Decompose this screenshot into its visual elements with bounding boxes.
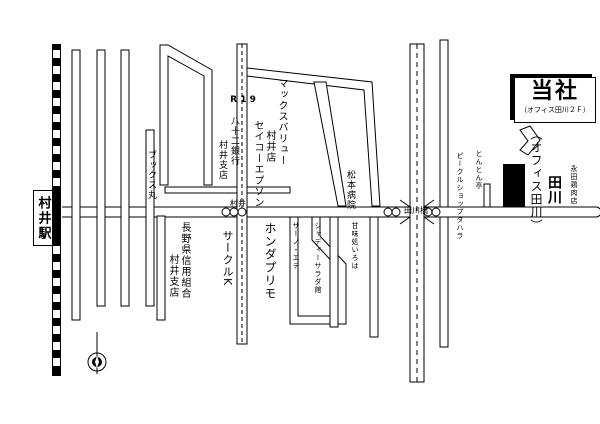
company-subtitle: （オフィス田川２Ｆ） [520, 106, 590, 114]
circle-k-label: サークルK [221, 230, 234, 287]
office-tagawa-label: （オフィス田川） [529, 128, 543, 232]
hachijuni-label: 八十二銀行 [229, 116, 239, 166]
tonton-label: とんとん亭 [475, 150, 483, 190]
kanmi-iroha-label: 甘味処いろは [351, 222, 359, 270]
hachijuni-branch-label: 村井支店 [217, 140, 227, 180]
shadai-label: シャディーサラダ館 [314, 222, 322, 294]
book-maru-label: ブックス丸 [146, 150, 156, 200]
company-box: 当社 （オフィス田川２Ｆ） [514, 77, 596, 123]
station-name: 村井駅 [35, 195, 51, 241]
murai-intersection-label: 村井 [230, 199, 246, 208]
nagano-credit-label: 長野県信用組合 [179, 222, 190, 299]
honda-primo-label: ホンダプリモ [263, 222, 277, 300]
compass-icon [87, 332, 107, 374]
maxvalu-label: マックスバリュー [276, 78, 287, 166]
route-badge: R 1 9 [230, 95, 256, 105]
tagawa-river-label: 田川 [546, 175, 562, 205]
tagawa-bridge-label: 田川橋 [404, 206, 428, 215]
nagano-credit-branch-label: 村井支店 [167, 254, 178, 298]
station-label: 村井駅 [33, 190, 53, 246]
company-building [503, 164, 525, 207]
piko-label: ピークルショップタハラ [456, 152, 464, 240]
company-title: 当社 [530, 79, 579, 104]
maxvalu-sub-label: 村井店 [264, 130, 275, 163]
seiko-epson-label: セイコーエプソン [252, 120, 263, 208]
railway-icon [52, 44, 61, 376]
sadatsuchi-label: サーノ・エテ [292, 222, 300, 270]
nagata-label: 永田鶏肉店 [570, 165, 578, 205]
matsumoto-hospital-label: 松本病院 [345, 170, 355, 210]
